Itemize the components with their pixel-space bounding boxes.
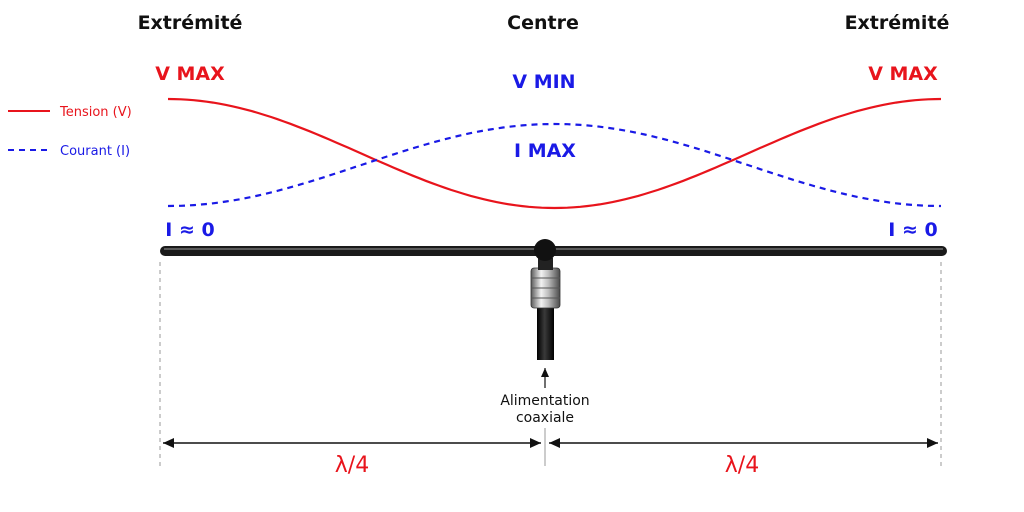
legend-voltage-label: Tension (V) <box>59 105 132 120</box>
header-center: Centre <box>507 12 579 34</box>
feed-label-line2: coaxiale <box>516 410 574 426</box>
current-label-right: I ≈ 0 <box>888 219 937 241</box>
voltage-label-left: V MAX <box>155 63 225 85</box>
voltage-label-center: V MIN <box>512 71 575 93</box>
coax-cable <box>537 306 554 360</box>
header-left: Extrémité <box>138 12 243 34</box>
current-label-center: I MAX <box>514 140 576 162</box>
voltage-label-right: V MAX <box>868 63 938 85</box>
dimension-label-right: λ/4 <box>725 453 759 478</box>
feed-label-line1: Alimentation <box>500 393 589 409</box>
header-right: Extrémité <box>845 12 950 34</box>
legend-current-label: Courant (I) <box>60 144 130 159</box>
dimension-label-left: λ/4 <box>335 453 369 478</box>
current-label-left: I ≈ 0 <box>165 219 214 241</box>
feed-point <box>534 239 556 261</box>
current-curve <box>167 122 942 208</box>
coax-connector-top <box>538 258 553 270</box>
voltage-curve <box>167 97 942 210</box>
